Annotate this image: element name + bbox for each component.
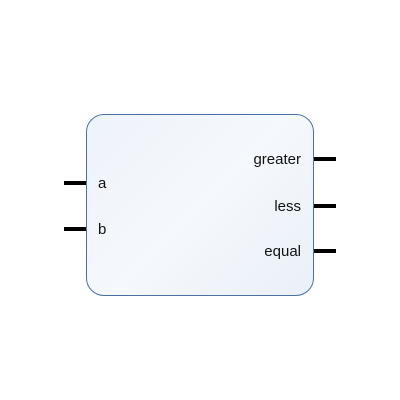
input-pin-b — [64, 227, 86, 231]
output-pin-greater — [314, 157, 336, 161]
input-pin-a — [64, 181, 86, 185]
output-label-greater: greater — [253, 151, 301, 168]
output-pin-equal — [314, 249, 336, 253]
comparator-block[interactable] — [86, 114, 314, 296]
input-label-a: a — [98, 175, 107, 192]
output-label-less: less — [274, 198, 301, 215]
output-pin-less — [314, 204, 336, 208]
input-label-b: b — [98, 221, 107, 238]
output-label-equal: equal — [264, 243, 301, 260]
